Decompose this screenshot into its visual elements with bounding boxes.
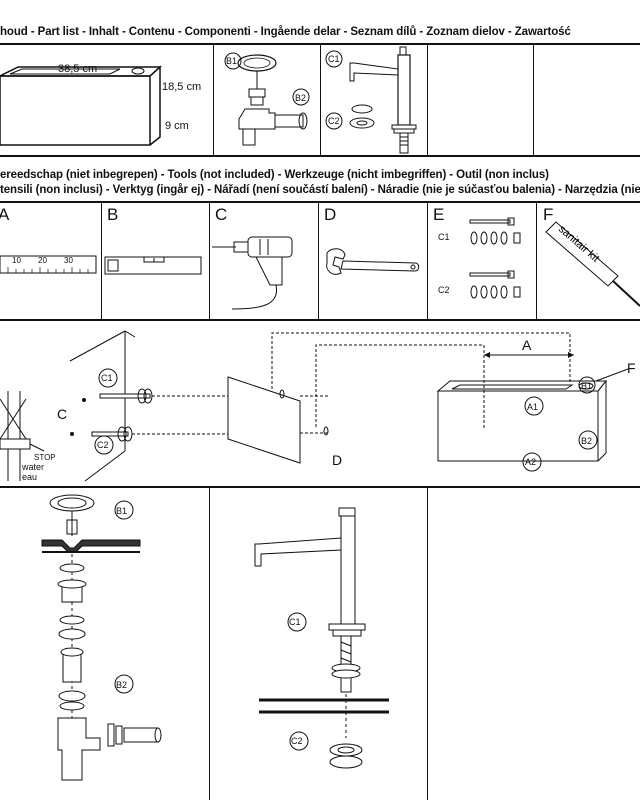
divider [318,201,319,319]
divider [536,201,537,319]
divider [427,201,428,319]
mount-label-a: A [522,337,532,353]
tool-letter-f: F [543,205,554,224]
mount-label-a1: A1 [527,402,539,412]
divider [0,155,640,157]
divider [209,201,210,319]
drain-assembly-diagram [41,494,162,781]
mounting-diagram [0,330,629,482]
drill-icon [212,236,293,310]
sink-height: 9 cm [165,120,189,132]
mount-label-f: F [627,360,636,376]
sink-depth: 18,5 cm [162,81,202,93]
mount-label-c1: C1 [101,373,113,383]
divider [427,488,428,800]
tool-letter-d: D [324,205,337,224]
ruler-icon [0,255,97,274]
assembly-label-b2: B2 [116,680,128,690]
part-label-c2: C2 [328,116,340,126]
spirit-level-icon [104,256,202,275]
tap-assembly-diagram [254,507,389,769]
drain-illustration [224,52,310,146]
tap-illustration [325,46,417,154]
wrench-icon [326,248,420,275]
ruler-tick-label: 10 [12,256,21,265]
mount-label-b1: B1 [581,381,593,391]
tools-header-line-2: tensili (non inclusi) - Verktyg (ingår e… [0,184,640,196]
ruler-tick-label: 20 [38,256,47,265]
tools-header-line-1: ereedschap (niet inbegrepen) - Tools (no… [0,169,549,181]
sink-illustration [0,65,162,146]
mount-label-a2: A2 [525,457,537,467]
mount-label-c2: C2 [97,440,109,450]
mount-label-d: D [332,452,343,468]
ruler-tick-label: 30 [64,256,73,265]
fixing-label-c2: C2 [438,285,450,295]
divider [0,486,640,488]
fixing-label-c1: C1 [438,232,450,242]
fixings-icon [469,217,521,299]
part-label-b1: B1 [226,56,238,66]
mount-label-eau: eau [22,472,38,482]
divider [533,43,534,155]
assembly-label-c2: C2 [291,736,303,746]
tool-letter-b: B [107,205,119,224]
mount-label-b2: B2 [581,436,593,446]
tool-letter-e: E [433,205,445,224]
part-label-b2: B2 [295,93,307,103]
sealant-tube-icon: sanitair kit [545,221,640,307]
divider [209,488,210,800]
tool-letter-c: C [215,205,228,224]
assembly-label-b1: B1 [116,506,128,516]
parts-list-header: houd - Part list - Inhalt - Contenu - Co… [0,26,571,38]
part-label-c1: C1 [328,54,340,64]
divider [427,43,428,155]
divider [0,201,640,203]
sink-width: 38,5 cm [58,63,98,75]
tool-letter-a: A [0,205,10,224]
divider [320,43,321,155]
assembly-label-c1: C1 [289,617,301,627]
divider [213,43,214,155]
mount-label-water: water [22,462,45,472]
mount-label-stop: STOP [34,453,56,462]
divider [0,319,640,321]
divider [101,201,102,319]
mount-label-c: C [57,406,68,422]
